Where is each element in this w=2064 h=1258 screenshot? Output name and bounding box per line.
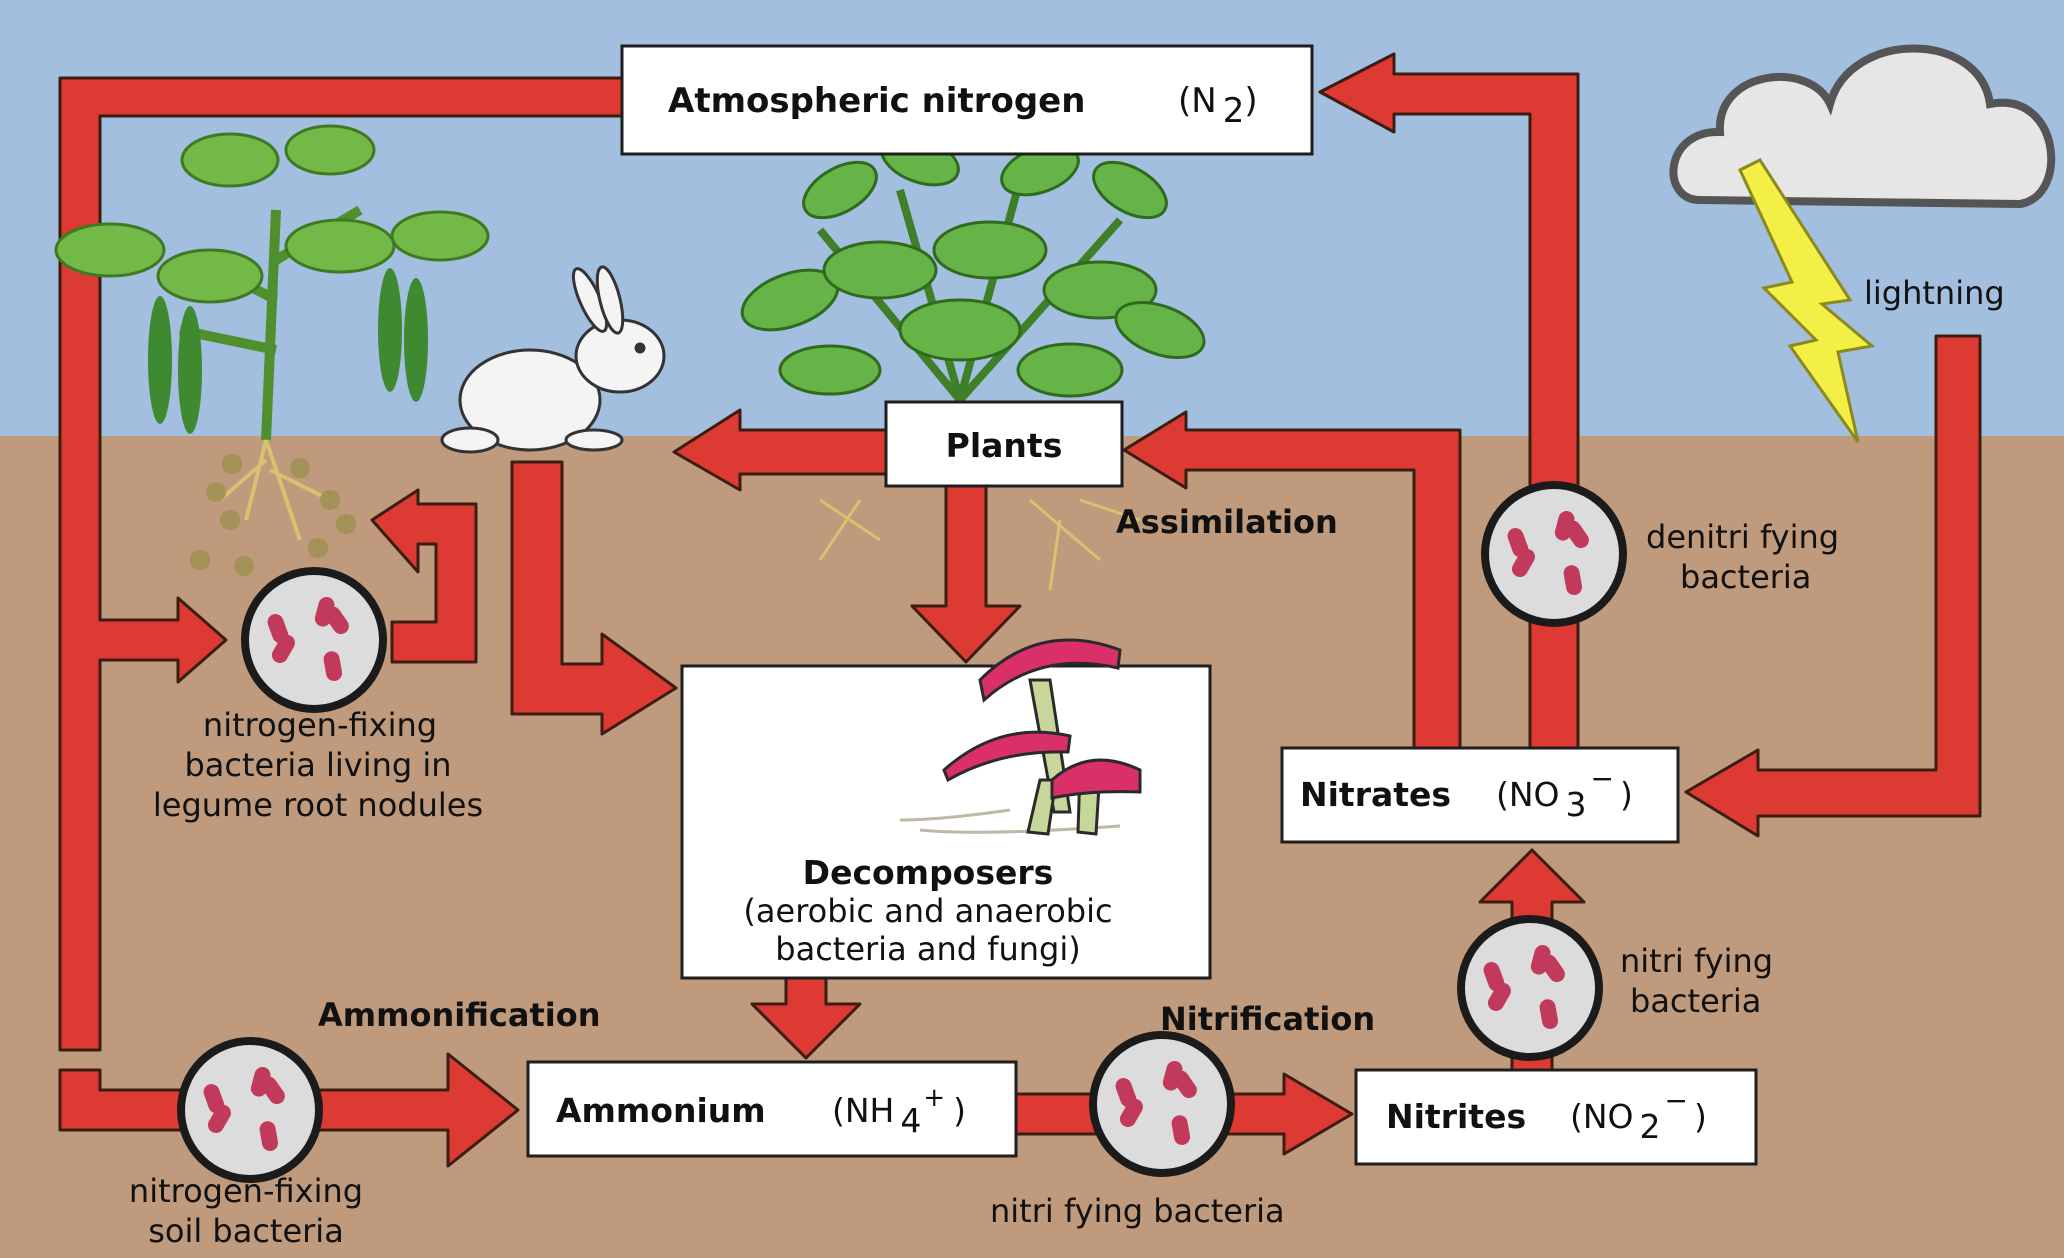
- ammonium-box: [526, 1060, 1018, 1158]
- atmospheric-nitrogen-label: Atmospheric nitrogen: [668, 81, 1085, 121]
- arrow-plants-to-rabbit: [672, 408, 888, 492]
- atmospheric-nitrogen-box: [620, 44, 1314, 156]
- nitrifying-upper-label-2: bacteria: [1630, 982, 1761, 1020]
- arrow-atmospheric-to-legume: [58, 76, 624, 1052]
- nitrites-label: Nitrites: [1386, 1097, 1526, 1136]
- arrow-legume-bacteria-to-roots: [370, 488, 478, 664]
- cloud-icon: [1669, 44, 2056, 209]
- bacteria-icon-nitrifying-upper: [1461, 919, 1599, 1057]
- arrow-lightning-to-nitrates: [1684, 334, 1982, 838]
- bacteria-icon-nitrifying-lower: [1093, 1035, 1231, 1173]
- nitrates-label: Nitrates: [1300, 775, 1451, 814]
- decomposers-line1: (aerobic and anaerobic: [743, 892, 1112, 930]
- lightning-icon: [1738, 158, 1876, 443]
- plant-cluster-icon: [740, 133, 1206, 591]
- denitrifying-label-2: bacteria: [1680, 558, 1811, 596]
- arrow-nitrates-to-plants: [1122, 410, 1462, 750]
- ammonification-label: Ammonification: [318, 996, 601, 1034]
- denitrifying-label-1: denitri fying: [1646, 518, 1839, 556]
- rabbit-icon: [440, 265, 666, 454]
- plants-label: Plants: [946, 426, 1063, 465]
- nitrifying-lower-label: nitri fying bacteria: [990, 1192, 1285, 1230]
- bacteria-icon-soil: [181, 1041, 319, 1179]
- arrow-plants-to-decomposers: [910, 484, 1022, 664]
- bacteria-icon-denitrifying: [1485, 485, 1623, 623]
- soil-bacteria-label-1: nitrogen-fixing: [129, 1172, 363, 1210]
- arrow-nitrates-to-atmosphere: [1318, 52, 1580, 750]
- bacteria-icon-legume: [245, 571, 383, 709]
- decomposers-box: [680, 664, 1212, 980]
- nitrates-box: [1280, 746, 1680, 844]
- decomposers-label: Decomposers: [803, 853, 1054, 892]
- arrow-decomposers-to-ammonium: [750, 976, 862, 1060]
- nitrites-box: [1354, 1068, 1758, 1166]
- decomposers-line2: bacteria and fungi): [775, 930, 1080, 968]
- nitrifying-upper-label-1: nitri fying: [1620, 942, 1773, 980]
- legume-label-2: bacteria living in: [184, 746, 451, 784]
- legume-label-3: legume root nodules: [153, 786, 483, 824]
- soil-bacteria-label-2: soil bacteria: [148, 1212, 344, 1250]
- plants-box: [884, 400, 1124, 488]
- mushroom-icon: [899, 638, 1142, 836]
- nitrification-label: Nitrification: [1160, 1000, 1375, 1038]
- ammonium-label: Ammonium: [556, 1091, 766, 1130]
- legume-plant-icon: [54, 124, 490, 576]
- lightning-label: lightning: [1864, 274, 2005, 312]
- assimilation-label: Assimilation: [1116, 503, 1338, 541]
- legume-label-1: nitrogen-fixing: [203, 706, 437, 744]
- arrow-rabbit-to-decomposers: [510, 460, 678, 736]
